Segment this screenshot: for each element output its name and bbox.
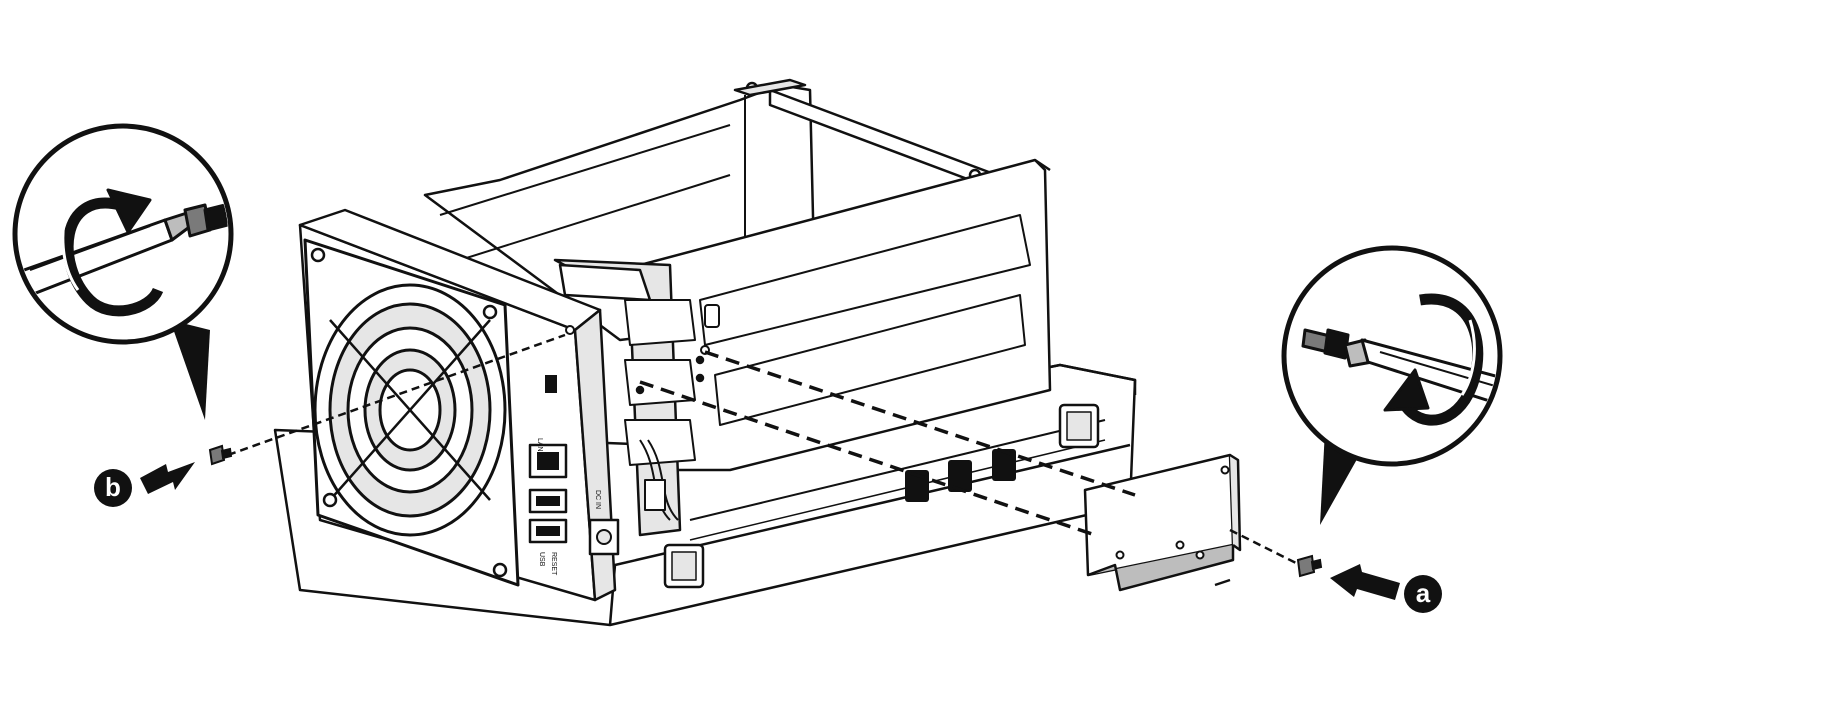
callout-badge-a: a (1404, 575, 1442, 613)
dc-in-label: DC IN (594, 490, 601, 509)
rotation-arrow-a (1394, 293, 1484, 426)
callout-label-b: b (105, 472, 121, 502)
magnifier-a (1281, 245, 1503, 525)
mounting-bracket (1083, 453, 1242, 592)
screw-path-b (227, 333, 566, 457)
screw-paths (227, 333, 1301, 567)
nas-chassis (273, 78, 1137, 627)
usb-label: USB (538, 552, 545, 567)
cooling-fan (313, 283, 507, 537)
lan-label: LAN (536, 438, 543, 452)
rear-panel-screw-hole (565, 325, 575, 335)
lock-slot (545, 375, 557, 393)
rotation-arrow-b (62, 197, 164, 317)
screw-a (1296, 554, 1323, 578)
magnifier-b (12, 123, 234, 420)
alignment-line-lower (639, 380, 1096, 537)
reset-label: RESET (550, 552, 557, 576)
screw-b (208, 444, 233, 466)
callout-badge-b: b (94, 469, 132, 507)
direction-arrow-a (1330, 564, 1400, 600)
callout-label-a: a (1416, 578, 1431, 608)
port-labels: LAN USB RESET DC IN (536, 438, 601, 576)
alignment-lines (639, 350, 1136, 537)
screw-path-a (1229, 528, 1301, 567)
alignment-line-upper (704, 350, 1136, 497)
direction-arrow-b (140, 462, 195, 494)
